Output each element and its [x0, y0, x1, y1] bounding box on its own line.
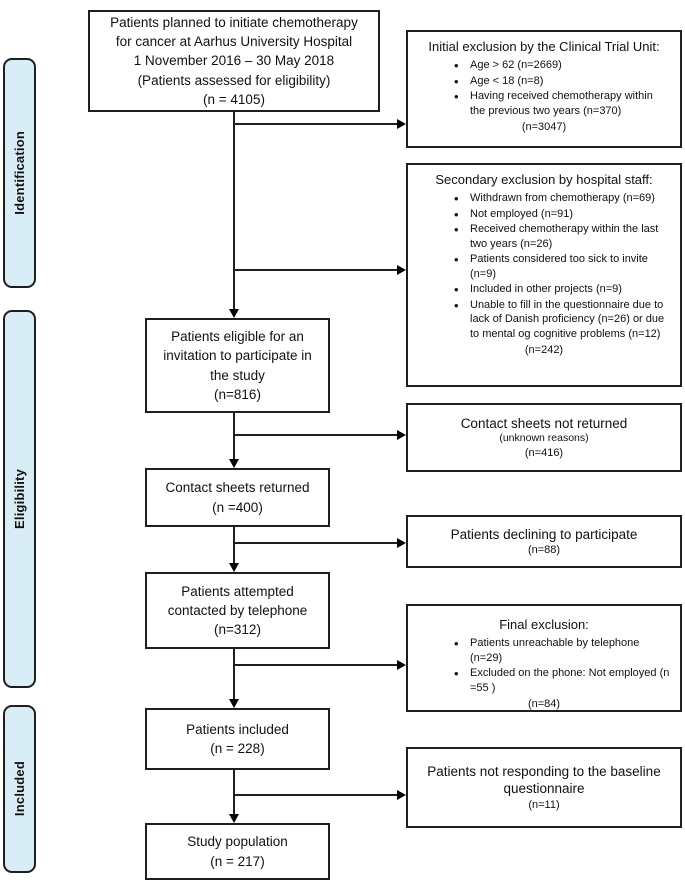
connector-line [233, 527, 235, 564]
not-responding-line2: (n=11) [528, 798, 560, 811]
declining-line2: (n=88) [527, 543, 561, 556]
stage-label-eligibility: Eligibility [12, 469, 27, 529]
arrowhead-down-icon [229, 814, 239, 823]
box-initial-exclusion: Initial exclusion by the Clinical Trial … [406, 30, 682, 148]
bullet-item: Unable to fill in the questionnaire due … [416, 297, 672, 342]
box-patients-assessed: Patients planned to initiate chemotherap… [88, 10, 380, 112]
initial-exclusion-list: Age > 62 (n=2669) Age < 18 (n=8) Having … [416, 57, 672, 118]
stage-bar-included: Included [3, 705, 36, 873]
connector-line [234, 794, 398, 796]
connector-line [234, 123, 398, 125]
bullet-item: Patients considered too sick to invite (… [416, 251, 672, 281]
secondary-exclusion-total: (n=242) [524, 344, 564, 357]
connector-line [233, 649, 235, 700]
box-patients-attempted-contacted: Patients attempted contacted by telephon… [145, 572, 330, 649]
not-returned-line2: (unknown reasons) [499, 432, 589, 445]
declining-line1: Patients declining to participate [450, 526, 638, 542]
bullet-item: Excluded on the phone: Not employed (n =… [416, 665, 672, 695]
stage-bar-eligibility: Eligibility [3, 310, 36, 688]
arrowhead-right-icon [397, 660, 406, 670]
initial-exclusion-total: (n=3047) [521, 121, 567, 134]
arrowhead-right-icon [397, 119, 406, 129]
box-secondary-exclusion: Secondary exclusion by hospital staff: W… [406, 163, 682, 387]
connector-line [234, 664, 398, 666]
box-patients-eligible: Patients eligible for an invitation to p… [145, 318, 330, 413]
box-final-exclusion: Final exclusion: Patients unreachable by… [406, 604, 682, 712]
box-patients-declining: Patients declining to participate (n=88) [406, 515, 682, 568]
connector-line [233, 413, 235, 460]
box-contact-sheets-not-returned: Contact sheets not returned (unknown rea… [406, 403, 682, 472]
arrowhead-right-icon [397, 538, 406, 548]
not-returned-line1: Contact sheets not returned [460, 415, 628, 431]
connector-line [234, 542, 398, 544]
box-patients-not-responding: Patients not responding to the baseline … [406, 747, 682, 828]
connector-line [233, 770, 235, 815]
stage-bar-identification: Identification [3, 58, 36, 288]
arrowhead-down-icon [229, 563, 239, 572]
arrowhead-right-icon [397, 790, 406, 800]
arrowhead-down-icon [229, 309, 239, 318]
connector-line [234, 434, 398, 436]
bullet-item: Withdrawn from chemotherapy (n=69) [416, 190, 672, 207]
secondary-exclusion-heading: Secondary exclusion by hospital staff: [435, 172, 653, 187]
not-returned-line3: (n=416) [524, 446, 564, 459]
stage-label-included: Included [12, 761, 27, 817]
bullet-item: Age < 18 (n=8) [416, 73, 672, 90]
bullet-item: Not employed (n=91) [416, 206, 672, 223]
bullet-item: Age > 62 (n=2669) [416, 57, 672, 74]
final-exclusion-heading: Final exclusion: [499, 617, 589, 632]
box-patients-included: Patients included (n = 228) [145, 708, 330, 770]
bullet-item: Patients unreachable by telephone (n=29) [416, 635, 672, 665]
not-responding-line1: Patients not responding to the baseline … [427, 764, 661, 797]
box-study-population: Study population (n = 217) [145, 823, 330, 880]
box-contact-sheets-returned: Contact sheets returned (n =400) [145, 468, 330, 527]
arrowhead-right-icon [397, 265, 406, 275]
bullet-item: Included in other projects (n=9) [416, 281, 672, 298]
secondary-exclusion-list: Withdrawn from chemotherapy (n=69) Not e… [416, 190, 672, 342]
connector-line [233, 112, 235, 310]
initial-exclusion-heading: Initial exclusion by the Clinical Trial … [428, 39, 660, 54]
bullet-item: Received chemotherapy within the last tw… [416, 221, 672, 251]
arrowhead-down-icon [229, 699, 239, 708]
stage-label-identification: Identification [12, 131, 27, 215]
bullet-item: Having received chemotherapy within the … [416, 88, 672, 118]
final-exclusion-list: Patients unreachable by telephone (n=29)… [416, 635, 672, 695]
connector-line [234, 269, 398, 271]
arrowhead-right-icon [397, 430, 406, 440]
final-exclusion-total: (n=84) [527, 698, 561, 711]
arrowhead-down-icon [229, 459, 239, 468]
